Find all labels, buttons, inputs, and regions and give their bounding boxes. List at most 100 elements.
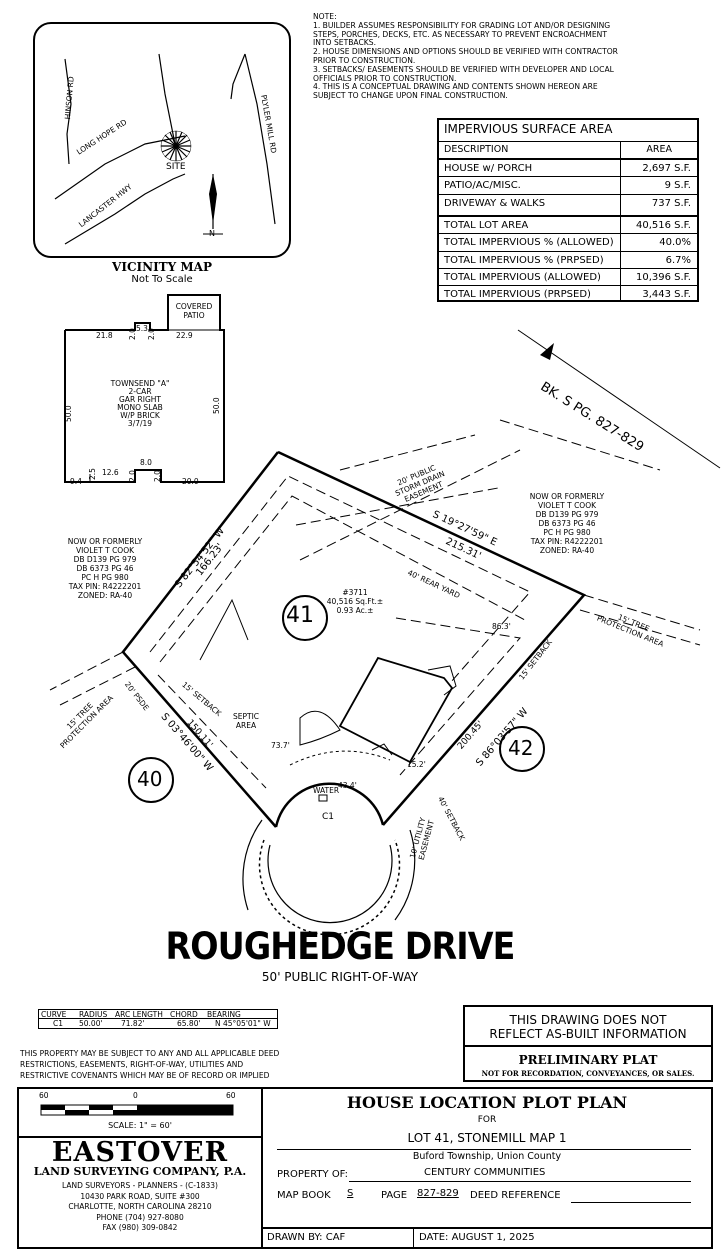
plot-drawing [49,329,721,936]
dim-label: 12.6 [102,468,119,477]
row-value: 40.0% [659,237,691,248]
prelim-title: PRELIMINARY PLAT [518,1053,658,1067]
site-star-icon [160,130,192,162]
lot-41-circle [282,595,328,641]
note-line: 2. HOUSE DIMENSIONS AND OPTIONS SHOULD B… [313,47,618,57]
dim-label: 9.4 [70,477,82,486]
plan-title: HOUSE LOCATION PLOT PLAN [346,1093,628,1112]
north-label: N [209,229,215,238]
house-detail-outline [64,294,225,483]
table-row: TOTAL IMPERVIOUS (PRPSED)3,443 S.F. [439,285,697,303]
lot-40-circle [128,757,174,803]
note-line: 3. SETBACKS/ EASEMENTS SHOULD BE VERIFIE… [313,64,614,74]
street-name: ROUGHEDGE DRIVE [165,925,516,968]
table-row: HOUSE w/ PORCH 2,697 S.F. [439,158,697,177]
map-book-label: MAP BOOK [277,1190,331,1201]
header-description: DESCRIPTION [444,144,509,155]
lot-42-circle [499,726,545,772]
note-line: STEPS, PORCHES, DECKS, ETC. AS NECESSARY… [313,29,607,39]
row-label: DRIVEWAY & WALKS [444,198,546,209]
company-sub: LAND SURVEYING COMPANY, P.A. [33,1165,247,1178]
table-row: PATIO/AC/MISC. 9 S.F. [439,176,697,194]
company-name: EASTOVER [51,1137,229,1168]
row-value: 2,697 S.F. [642,163,691,174]
row-label: TOTAL IMPERVIOUS % (PRPSED) [444,255,604,266]
row-label: TOTAL IMPERVIOUS % (ALLOWED) [444,237,614,248]
scale-tick: 0 [133,1091,138,1100]
disclaimer-line: THIS DRAWING DOES NOT [509,1013,667,1027]
vicinity-map: HINSON RD LONG HOPE RD LANCASTER HWY PLY… [33,22,291,258]
vicinity-roads [54,53,276,245]
water-label: WATER [313,786,340,795]
page-value: 827-829 [417,1188,459,1199]
row-label: PATIO/AC/MISC. [444,180,521,191]
lot-number-40: 40 [137,767,163,791]
dim-label: 20.0 [182,477,199,486]
note-line: OFFICIALS PRIOR TO CONSTRUCTION. [313,73,457,83]
notes-block: NOTE: 1. BUILDER ASSUMES RESPONSIBILITY … [313,12,673,101]
site-label: SITE [166,162,186,172]
vicinity-subtitle: Not To Scale [131,274,193,285]
curve-header: BEARING [207,1010,241,1019]
plan-date: DATE: AUGUST 1, 2025 [419,1232,535,1243]
dim-label: 22.9 [176,331,193,340]
property-of-label: PROPERTY OF: [277,1169,349,1180]
lot-number: 41 [286,603,314,628]
disclaimer-box: THIS DRAWING DOES NOT REFLECT AS-BUILT I… [463,1005,713,1082]
table-row: TOTAL IMPERVIOUS % (ALLOWED) 40.0% [439,233,697,251]
dim-label: 21.8 [96,331,113,340]
scale-tick: 60 [39,1091,49,1100]
table-row: TOTAL IMPERVIOUS % (PRPSED) 6.7% [439,251,697,269]
curve-cell: 71.82' [121,1019,145,1028]
prelim-subtitle: NOT FOR RECORDATION, CONVEYANCES, OR SAL… [481,1069,695,1078]
curve-header: CHORD [170,1010,198,1019]
disclaimer-line: REFLECT AS-BUILT INFORMATION [489,1027,687,1041]
curve-cell: 50.00' [79,1019,103,1028]
row-value: 9 S.F. [664,180,691,191]
header-area: AREA [646,144,672,155]
note-line: 4. THIS IS A CONCEPTUAL DRAWING AND CONT… [313,82,598,92]
row-label: TOTAL IMPERVIOUS (PRPSED) [444,289,591,300]
dim-label: 15.2' [407,760,426,769]
curve-header: ARC LENGTH [115,1010,163,1019]
curve-label: C1 [322,812,335,822]
note-line: PRIOR TO CONSTRUCTION. [313,55,416,65]
plan-township: Buford Township, Union County [412,1151,562,1162]
notes-title: NOTE: [313,12,337,21]
plan-for: FOR [477,1115,497,1125]
note-line: 1. BUILDER ASSUMES RESPONSIBILITY FOR GR… [313,20,611,30]
company-contact: LAND SURVEYORS - PLANNERS - (C-1833)1043… [62,1181,218,1232]
row-value: 6.7% [665,255,691,266]
impervious-header: DESCRIPTION AREA [439,141,697,157]
dim-label: 73.7' [271,741,290,750]
row-label: TOTAL IMPERVIOUS (ALLOWED) [444,272,601,283]
row-label: HOUSE w/ PORCH [444,163,533,174]
curve-cell: 65.80' [177,1019,201,1028]
row-value: 10,396 S.F. [635,272,691,283]
impervious-table: IMPERVIOUS SURFACE AREA DESCRIPTION AREA… [437,118,699,302]
curve-header: RADIUS [79,1010,108,1019]
north-arrow-icon [203,174,223,235]
note-line: SUBJECT TO CHANGE UPON FINAL CONSTRUCTIO… [313,91,508,101]
drawn-by: DRAWN BY: CAF [267,1232,346,1243]
scale-tick: 60 [226,1091,236,1100]
house-footprint [338,656,454,764]
property-of: CENTURY COMMUNITIES [424,1167,546,1178]
curve-header: CURVE [41,1010,67,1019]
deed-label: DEED REFERENCE [470,1190,561,1201]
vicinity-title: VICINITY MAP [112,260,212,274]
scale-label: SCALE: 1" = 60' [108,1121,172,1130]
scale-bar [40,1104,234,1116]
note-line: INTO SETBACKS. [313,38,376,48]
restriction-note: THIS PROPERTY MAY BE SUBJECT TO ANY AND … [20,1049,280,1080]
plan-lot: LOT 41, STONEMILL MAP 1 [407,1131,567,1145]
row-value: 40,516 S.F. [635,220,691,231]
table-row: TOTAL IMPERVIOUS (ALLOWED) 10,396 S.F. [439,268,697,286]
